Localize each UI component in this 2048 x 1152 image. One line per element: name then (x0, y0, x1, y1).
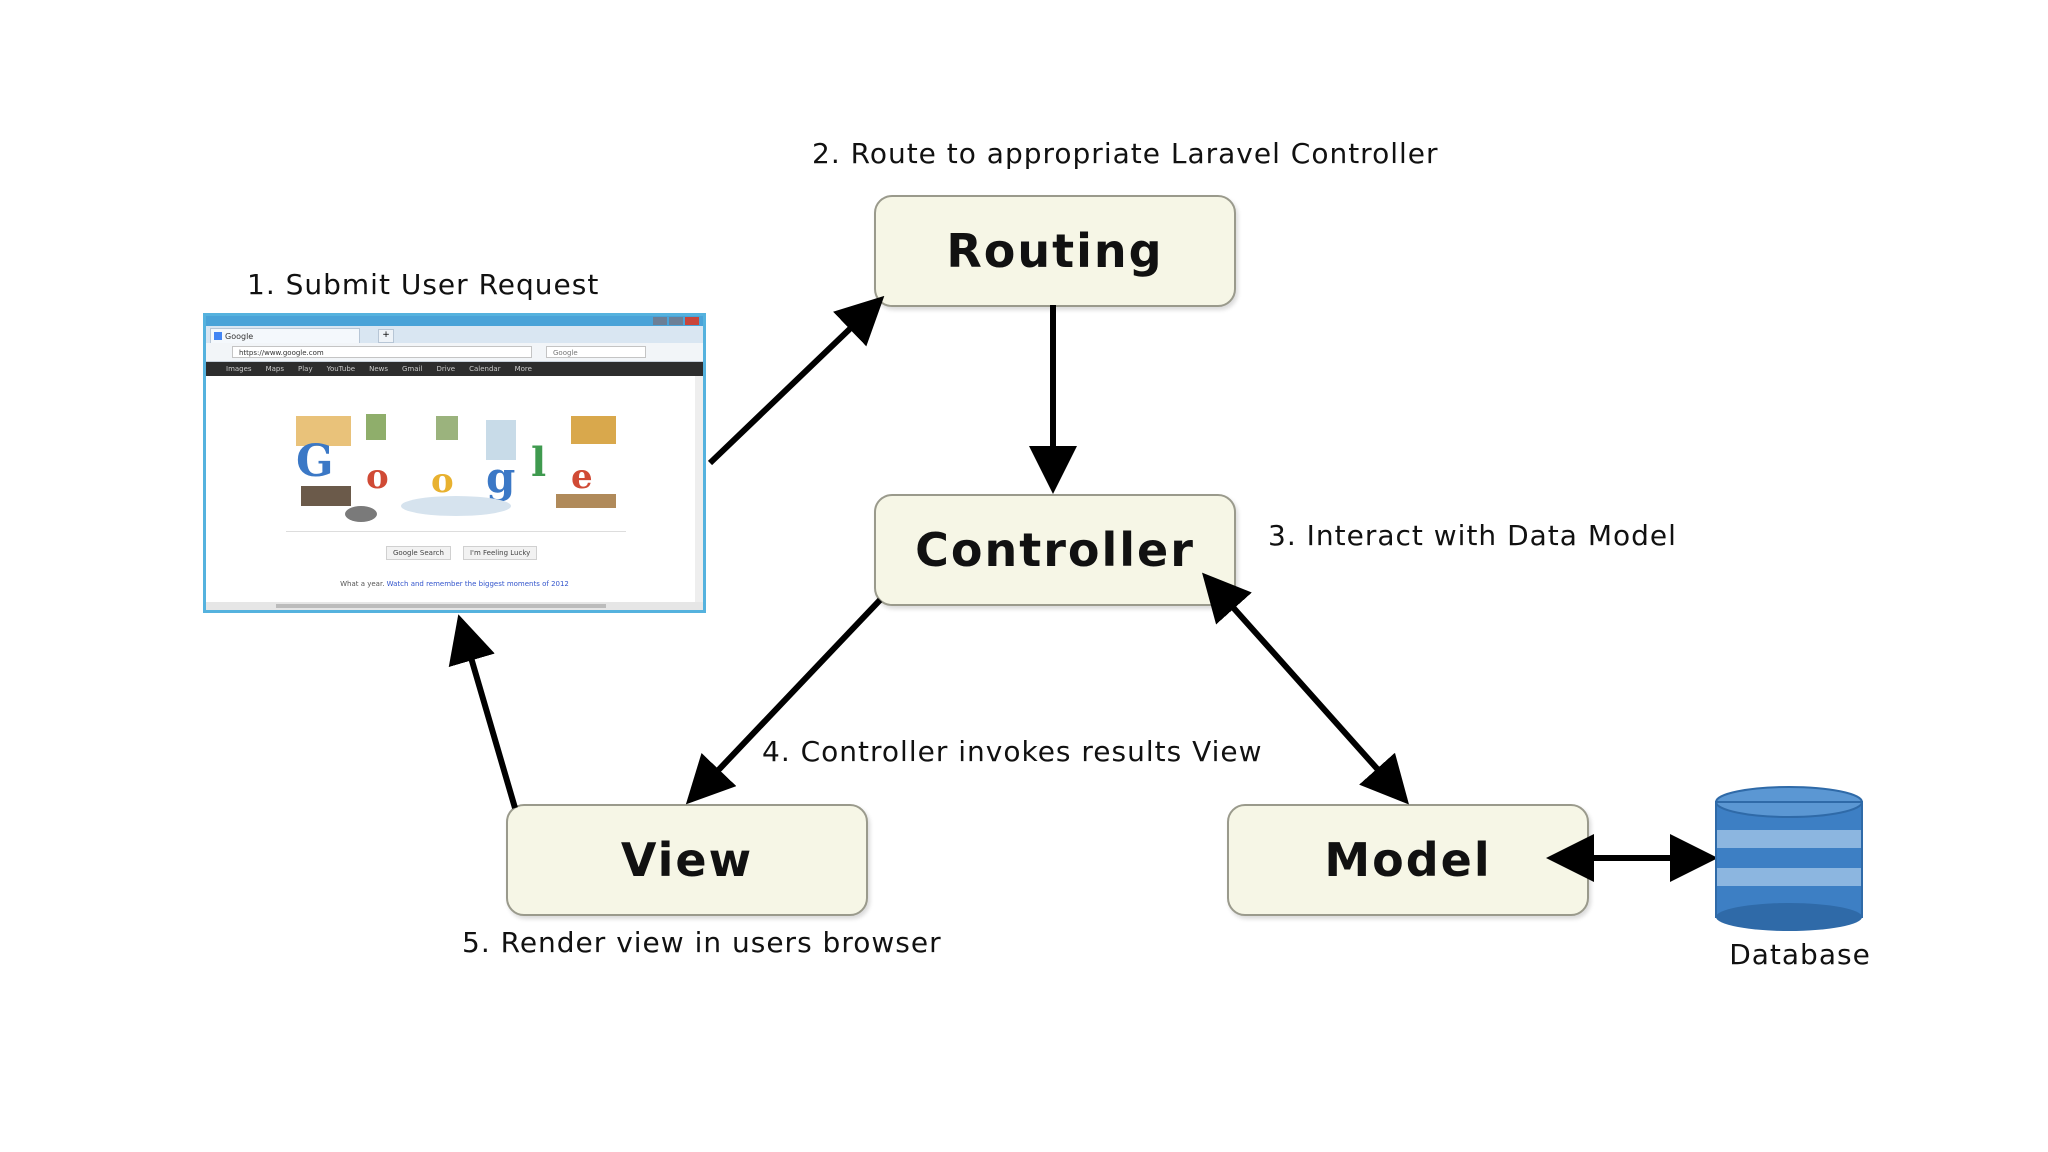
svg-text:g: g (486, 453, 515, 502)
browser-titlebar (206, 316, 703, 326)
google-doodle-image: G o o g l e (286, 406, 626, 526)
svg-text:o: o (366, 457, 389, 497)
model-box: Model (1227, 804, 1589, 916)
nav-item: Calendar (469, 365, 501, 373)
maximize-icon (669, 317, 683, 325)
arrow-view-to-browser (448, 614, 518, 809)
google-search-button: Google Search (386, 546, 451, 560)
controller-box: Controller (874, 494, 1236, 606)
nav-item: More (514, 365, 532, 373)
nav-item: Play (298, 365, 313, 373)
google-footer-text: What a year. Watch and remember the bigg… (206, 580, 703, 588)
step-3-label: 3. Interact with Data Model (1268, 519, 1677, 552)
database-icon (1715, 786, 1863, 931)
browser-search-field: Google (546, 346, 646, 358)
nav-item: Gmail (402, 365, 423, 373)
browser-tab: Google (210, 328, 360, 343)
step-4-label: 4. Controller invokes results View (762, 735, 1263, 768)
vertical-scrollbar (695, 376, 703, 602)
svg-text:G: G (296, 436, 334, 487)
nav-item: News (369, 365, 388, 373)
nav-item: YouTube (326, 365, 356, 373)
google-buttons: Google Search I'm Feeling Lucky (386, 546, 538, 560)
step-5-label: 5. Render view in users browser (462, 926, 942, 959)
browser-address-bar: https://www.google.com Google (206, 343, 703, 362)
routing-box: Routing (874, 195, 1236, 307)
view-box: View (506, 804, 868, 916)
database-label: Database (1729, 938, 1871, 971)
horizontal-scrollbar (206, 602, 703, 610)
arrow-controller-to-view (685, 597, 883, 805)
browser-tabbar: Google + (206, 326, 703, 343)
nav-item: Maps (265, 365, 284, 373)
svg-text:e: e (571, 457, 593, 497)
arrow-controller-model (1202, 572, 1409, 805)
model-label: Model (1324, 833, 1492, 887)
svg-text:l: l (531, 439, 546, 486)
url-field: https://www.google.com (232, 346, 532, 358)
arrow-browser-to-routing (707, 295, 885, 466)
feeling-lucky-button: I'm Feeling Lucky (462, 546, 538, 560)
step-2-label: 2. Route to appropriate Laravel Controll… (812, 137, 1439, 170)
step-1-label: 1. Submit User Request (247, 268, 600, 301)
google-nav-bar: Images Maps Play YouTube News Gmail Driv… (206, 362, 703, 376)
new-tab-button: + (378, 329, 394, 343)
svg-text:o: o (431, 461, 454, 501)
close-icon (685, 317, 699, 325)
footer-prefix: What a year. (340, 580, 385, 588)
minimize-icon (653, 317, 667, 325)
nav-item: Drive (436, 365, 456, 373)
controller-label: Controller (915, 523, 1195, 577)
google-search-line (286, 531, 626, 532)
browser-window: Google + https://www.google.com Google I… (203, 313, 706, 613)
view-label: View (620, 833, 754, 887)
footer-link: Watch and remember the biggest moments o… (386, 580, 569, 588)
routing-label: Routing (946, 224, 1164, 278)
nav-item: Images (226, 365, 252, 373)
